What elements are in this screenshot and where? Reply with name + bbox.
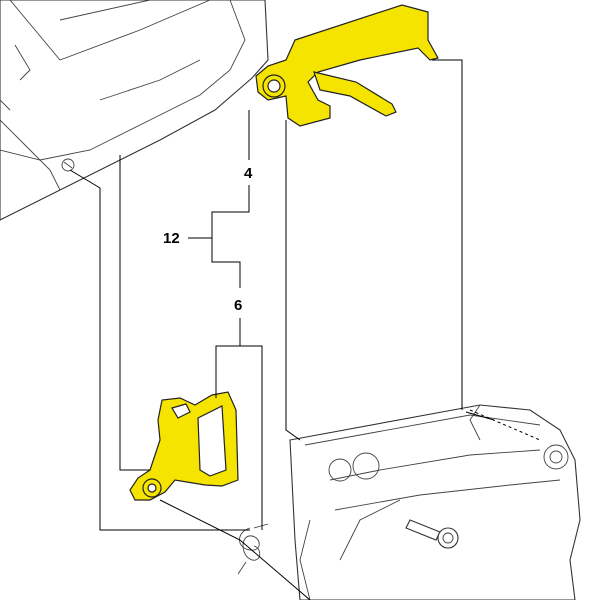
lower-housing: [289, 404, 581, 600]
leader-lines: [69, 59, 541, 600]
screw: [405, 519, 459, 549]
callout-4: 4: [244, 165, 253, 182]
upper-housing: [0, 0, 269, 221]
spring: [237, 523, 269, 575]
callout-6: 6: [234, 297, 242, 314]
lower-lever-part: [129, 391, 239, 501]
callout-12: 12: [163, 230, 180, 247]
upper-trigger-part: [255, 4, 439, 127]
